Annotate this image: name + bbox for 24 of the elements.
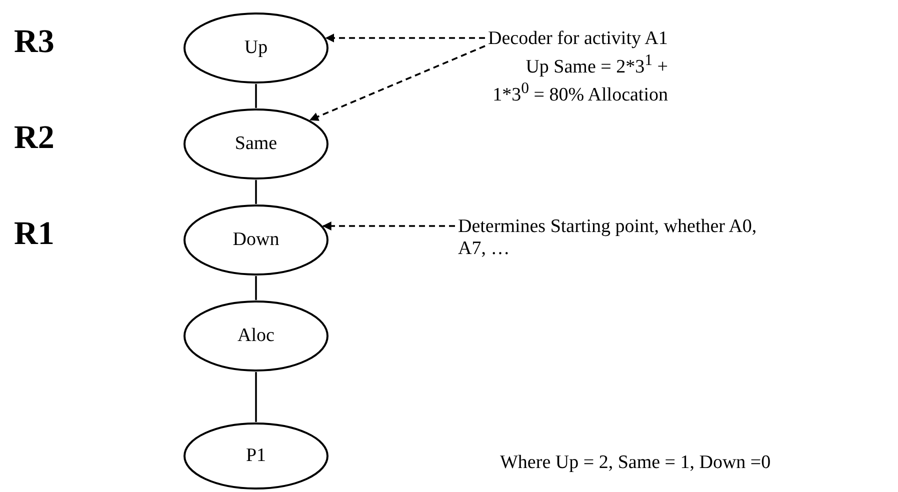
- connector-line: [255, 84, 257, 108]
- node-label: Same: [234, 133, 278, 155]
- ellipse-node: [183, 204, 329, 276]
- annotation-line: Decoder for activity A1: [488, 28, 668, 50]
- annotation-line: Up Same = 2*3$^{1}$ + 1*3$^{0}$ = 80% Allocation: [492, 51, 668, 107]
- ellipse-node: [183, 108, 329, 180]
- note-text: Where Up = 2, Same = 1, Down =0: [500, 452, 771, 474]
- ellipse-node: [183, 422, 329, 490]
- node-label: Up: [244, 37, 268, 59]
- dashed-arrow: [322, 222, 455, 230]
- connector-line: [255, 180, 257, 204]
- row-label: R3: [14, 24, 54, 61]
- connector-line: [255, 276, 257, 300]
- row-label: R1: [14, 216, 54, 253]
- connector-line: [255, 372, 257, 422]
- ellipse-node: [183, 300, 329, 372]
- node-label: Down: [232, 229, 280, 251]
- ellipse-node: [183, 12, 329, 84]
- dashed-arrow: [325, 34, 485, 42]
- node-label: P1: [246, 445, 266, 467]
- row-label: R2: [14, 120, 54, 157]
- dashed-arrow: [309, 45, 486, 121]
- annotation-line: Determines Starting point, whether A0, A7, …: [458, 216, 758, 260]
- node-label: Aloc: [238, 325, 274, 347]
